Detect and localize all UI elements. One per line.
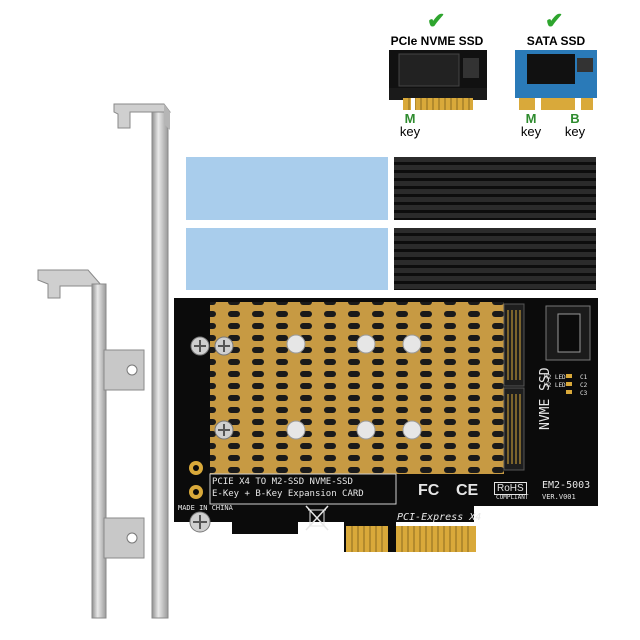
sata-ssd-label: SATA SSD <box>526 34 586 48</box>
heatsink <box>394 157 596 220</box>
made-in-label: MADE IN CHINA <box>178 504 233 512</box>
weee-bin-icon <box>305 505 329 531</box>
low-profile-bracket <box>37 269 145 619</box>
model-label: EM2-5003 <box>542 480 591 491</box>
led-label: M2 LED <box>544 374 566 381</box>
nvme-ssd-image <box>389 50 487 110</box>
pcie-nvme-ssd-label: PCIe NVME SSD <box>390 34 484 48</box>
full-height-bracket <box>113 103 171 619</box>
nvme-m-key-letter: M <box>404 111 416 126</box>
sata-m-key-letter: M <box>525 111 537 126</box>
fc-mark-icon: FC <box>418 482 440 499</box>
rohs-mark-icon: RoHS <box>494 482 527 495</box>
nvme-m-key-word: key <box>399 124 421 139</box>
check-mark-icon: ✔ <box>427 8 446 33</box>
capacitor-label: C1 <box>580 374 588 381</box>
led-label: M2 LED <box>544 382 566 389</box>
capacitor-label: C3 <box>580 390 588 397</box>
capacitor-label: C2 <box>580 382 588 389</box>
board-title-line-1: PCIE X4 TO M2-SSD NVME-SSD <box>212 477 353 487</box>
ce-mark-icon: CE <box>456 482 479 499</box>
sata-ssd-image <box>515 50 597 110</box>
sata-m-key-word: key <box>520 124 542 139</box>
heatsink <box>394 228 596 290</box>
sata-b-key-letter: B <box>570 111 580 126</box>
board-title-line-2: E-Key + B-Key Expansion CARD <box>212 489 364 499</box>
check-mark-icon: ✔ <box>545 8 564 33</box>
pcie-adapter-board <box>174 298 598 552</box>
thermal-pad <box>186 228 388 290</box>
sata-b-key-word: key <box>564 124 586 139</box>
rohs-compliant-label: COMPLIANT <box>496 494 529 501</box>
version-label: VER.V001 <box>542 493 576 501</box>
thermal-pad <box>186 157 388 220</box>
interface-label: PCI-Express X4 <box>397 512 482 523</box>
